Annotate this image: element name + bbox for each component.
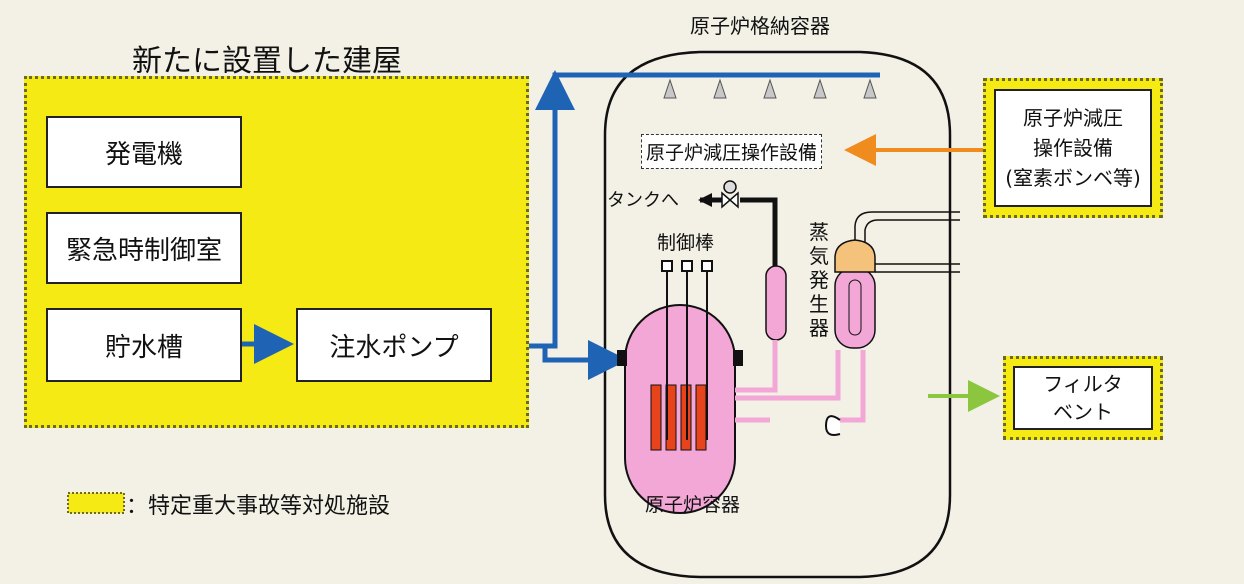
steam-generator-label: 蒸気発生器 [809,220,829,340]
containment-vessel [603,50,952,579]
reactor-vessel-label: 原子炉容器 [645,494,741,516]
filter-vent-line2: ベント [1053,400,1113,424]
relief-line [740,197,778,268]
spray-pipe [529,72,880,349]
control-rods-label: 制御棒 [657,232,715,254]
containment-title: 原子炉格納容器 [690,14,830,38]
depressurization-line1: 原子炉減圧 [1023,106,1123,130]
to-tank-label: タンクへ [607,190,679,211]
primary-piping [735,340,866,423]
control-room-box: 緊急時制御室 [46,212,242,284]
legend-swatch [67,492,125,514]
steam-generator [834,211,960,349]
depressurization-line3: (窒素ボンベ等) [1005,166,1141,190]
depressurization-internal-label: 原子炉減圧操作設備 [641,134,823,169]
depressurization-line2: 操作設備 [1033,136,1113,160]
depressurization-external-box: 原子炉減圧 操作設備 (窒素ボンベ等) [994,89,1152,207]
spray-nozzles [663,78,877,99]
injection-line [542,340,628,380]
reactor-vessel [624,304,736,514]
pressurizer [765,265,787,341]
legend-label: ：特定重大事故等対処施設 [126,494,391,519]
coolant-pump [824,415,841,436]
filter-vent-line1: フィルタ [1043,372,1123,396]
building-title: 新たに設置した建屋 [132,44,402,79]
generator-box: 発電機 [46,116,242,188]
relief-valve [721,180,739,209]
pump-box: 注水ポンプ [296,308,492,382]
filter-vent-area: フィルタ ベント [1003,356,1163,440]
depressurization-external-area: 原子炉減圧 操作設備 (窒素ボンベ等) [983,78,1163,218]
control-rods [661,260,713,440]
water-tank-box: 貯水槽 [46,308,242,382]
filter-vent-box: フィルタ ベント [1013,366,1153,430]
